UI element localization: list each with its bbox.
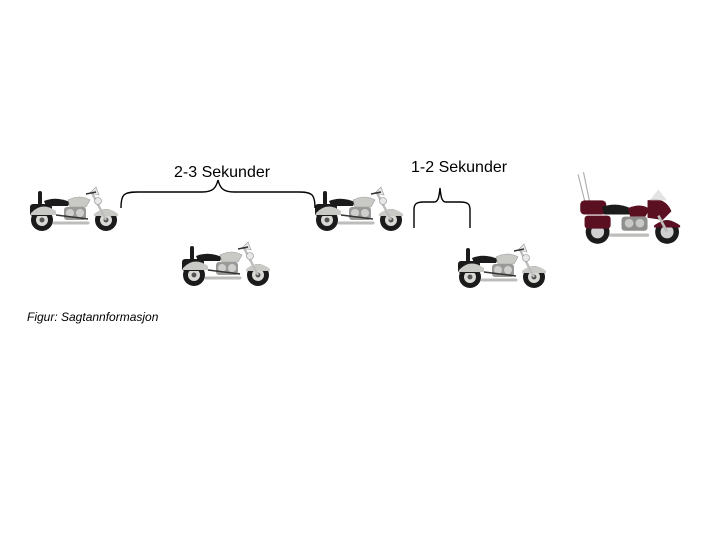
figure-caption: Figur: Sagtannformasjon	[27, 310, 159, 324]
motorcycle-1	[28, 185, 120, 233]
motorcycle-2	[180, 240, 272, 288]
gap-label-large: 2-3 Sekunder	[174, 164, 271, 181]
motorcycle-4	[456, 242, 548, 290]
touring-motorcycle	[576, 170, 682, 246]
gap-label-small: 1-2 Sekunder	[411, 159, 508, 176]
brace-small	[413, 187, 471, 228]
brace-large	[120, 179, 316, 209]
motorcycle-3	[313, 185, 405, 233]
